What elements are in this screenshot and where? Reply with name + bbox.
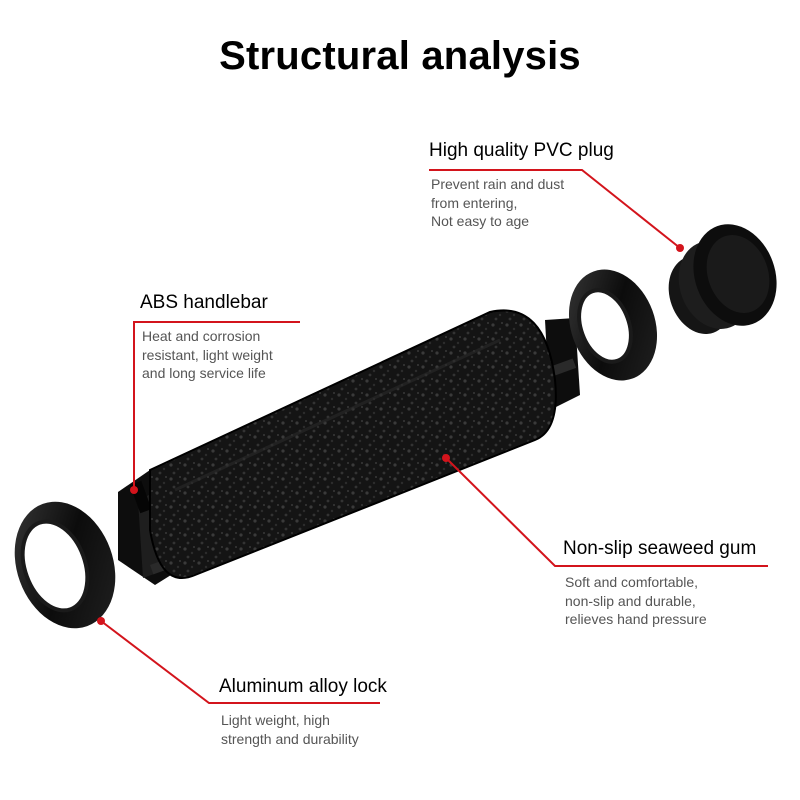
- gum-leader: [445, 457, 768, 567]
- handlebar-description: Heat and corrosion resistant, light weig…: [142, 327, 273, 383]
- plug-title: High quality PVC plug: [429, 140, 614, 161]
- gum-desc-line: non-slip and durable,: [565, 592, 696, 609]
- gum-description: Soft and comfortable, non-slip and durab…: [565, 573, 707, 629]
- aluminum-lock-ring: [14, 501, 116, 629]
- plug-desc-line: Prevent rain and dust: [431, 176, 565, 192]
- gum-title: Non-slip seaweed gum: [563, 538, 757, 559]
- plug-desc-line: Not easy to age: [431, 213, 530, 229]
- gum-desc-line: relieves hand pressure: [565, 611, 707, 627]
- plug-leader: [429, 169, 681, 249]
- handlebar-title: ABS handlebar: [140, 292, 268, 313]
- handlebar-desc-line: Heat and corrosion: [142, 328, 261, 344]
- handlebar-leader: [133, 321, 300, 490]
- page-title: Structural analysis: [219, 34, 581, 78]
- handlebar-desc-line: and long service life: [142, 365, 266, 381]
- lock-title: Aluminum alloy lock: [219, 676, 387, 697]
- lock-desc-line: Light weight, high: [221, 712, 330, 728]
- right-lock-ring: [568, 269, 658, 381]
- leader-dots: [97, 244, 684, 625]
- seaweed-gum-grip: [149, 309, 557, 579]
- plug-desc-line: from entering,: [431, 194, 518, 211]
- lock-leader: [100, 620, 380, 704]
- lock-description: Light weight, high strength and durabili…: [221, 711, 359, 748]
- lock-desc-line: strength and durability: [221, 730, 359, 747]
- leader-lines: [100, 169, 768, 704]
- handlebar-desc-line: resistant, light weight: [142, 346, 273, 363]
- gum-desc-line: Soft and comfortable,: [565, 574, 699, 590]
- pvc-plug: [668, 224, 777, 334]
- plug-description: Prevent rain and dust from entering, Not…: [431, 175, 564, 231]
